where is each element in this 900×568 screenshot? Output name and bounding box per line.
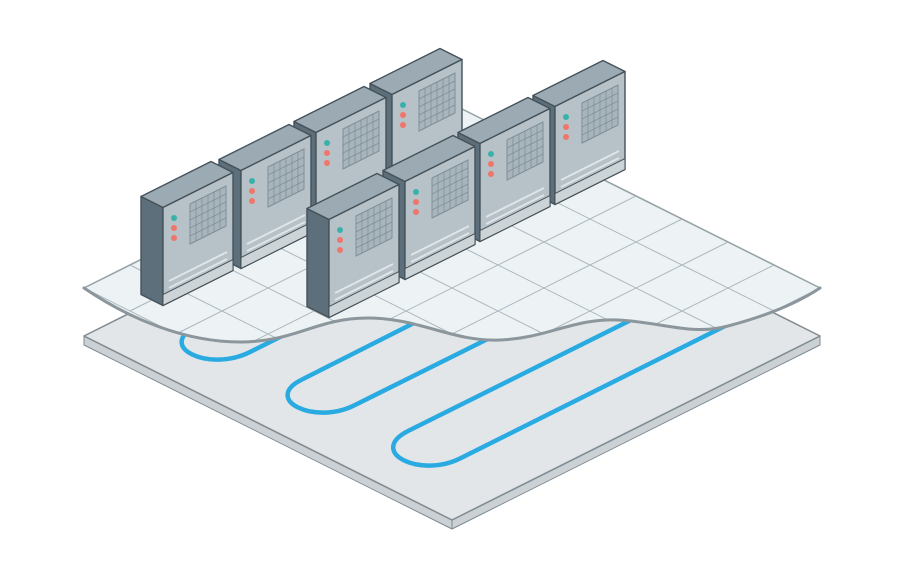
floor-cutaway-edge (82, 286, 822, 344)
cooling-pipe-coil (179, 185, 752, 468)
